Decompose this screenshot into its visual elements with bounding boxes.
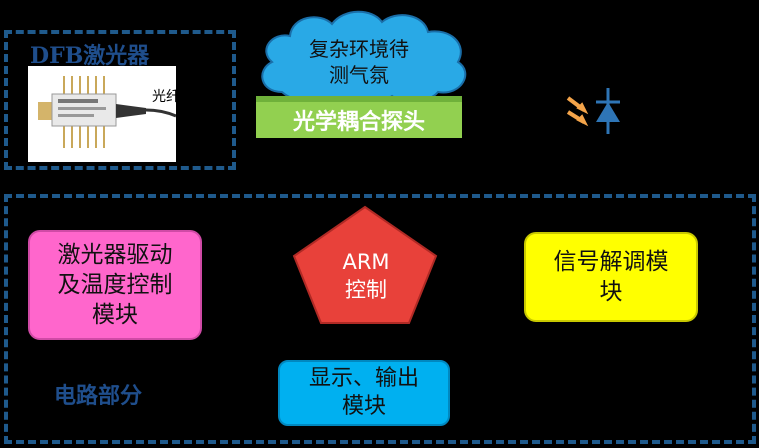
display-output-module: 显示、输出 模块 xyxy=(278,360,450,426)
signal-demod-module: 信号解调模 块 xyxy=(524,232,698,322)
fiber-label: 光纤 xyxy=(152,86,176,106)
laser-package-image xyxy=(28,66,176,162)
arm-module-label: ARM 控制 xyxy=(316,248,416,304)
optical-probe-label: 光学耦合探头 xyxy=(293,104,425,136)
optical-probe-box: 光学耦合探头 xyxy=(256,96,462,138)
circuit-section-label: 电路部分 xyxy=(54,378,142,410)
laser-driver-module: 激光器驱动 及温度控制 模块 xyxy=(28,230,202,340)
cloud-text: 复杂环境待 测气氛 xyxy=(284,36,434,88)
photodiode-icon xyxy=(560,86,630,136)
